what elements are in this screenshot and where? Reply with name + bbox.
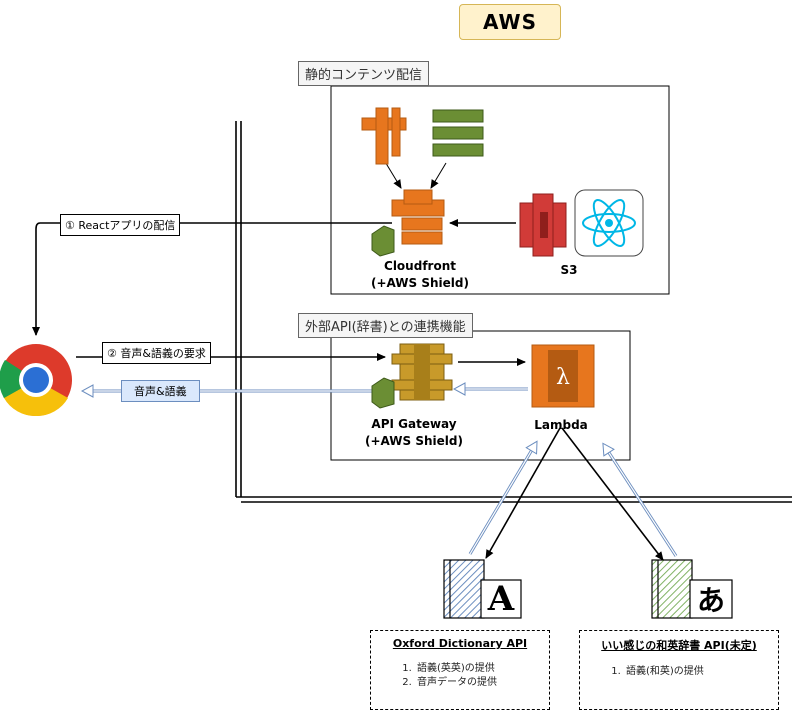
oxford-note: Oxford Dictionary API 語義(英英)の提供 音声データの提供 [370, 630, 550, 710]
svg-text:λ: λ [556, 365, 570, 390]
s3-icon [519, 193, 567, 257]
external-group-box [330, 330, 631, 461]
lambda-icon: λ [531, 344, 595, 408]
japanese-note-title: いい感じの和英辞書 API(未定) [601, 639, 757, 652]
aws-title: AWS [459, 4, 561, 40]
external-group-label: 外部API(辞書)との連携機能 [298, 313, 473, 338]
oxford-feature-list: 語義(英英)の提供 音声データの提供 [371, 662, 549, 690]
aws-boundary [235, 121, 792, 503]
api-gateway-icon [371, 343, 453, 409]
cloudfront-name: Cloudfront [384, 259, 456, 273]
api-gateway-name: API Gateway [371, 417, 457, 431]
japanese-feature-list: 語義(和英)の提供 [580, 665, 778, 679]
edge-location-icon [432, 109, 484, 157]
list-item: 語義(英英)の提供 [415, 662, 549, 676]
api-gateway-label: API Gateway (+AWS Shield) [352, 416, 476, 450]
oxford-note-title: Oxford Dictionary API [392, 637, 528, 650]
japanese-note: いい感じの和英辞書 API(未定) 語義(和英)の提供 [579, 630, 779, 710]
lambda-function-icon [361, 107, 407, 165]
response-label: 音声&語義 [121, 380, 200, 402]
lambda-label: Lambda [534, 418, 588, 432]
react-delivery-label: ① Reactアプリの配信 [60, 214, 181, 236]
oxford-book-letter: A [487, 579, 515, 619]
cloudfront-label: Cloudfront (+AWS Shield) [358, 258, 482, 292]
list-item: 語義(和英)の提供 [624, 665, 778, 679]
request-label: ② 音声&語義の要求 [102, 342, 211, 364]
api-gateway-shield: (+AWS Shield) [365, 434, 463, 448]
chrome-icon [0, 344, 72, 417]
oxford-book-icon [443, 559, 522, 619]
static-group-label: 静的コンテンツ配信 [298, 61, 430, 86]
react-icon [574, 189, 644, 257]
japanese-book-letter: あ [696, 584, 725, 617]
japanese-book-icon [651, 559, 733, 619]
cloudfront-shield: (+AWS Shield) [371, 276, 469, 290]
static-group-box [330, 85, 670, 295]
cloudfront-icon [371, 189, 445, 257]
s3-label: S3 [560, 263, 578, 277]
list-item: 音声データの提供 [415, 676, 549, 690]
